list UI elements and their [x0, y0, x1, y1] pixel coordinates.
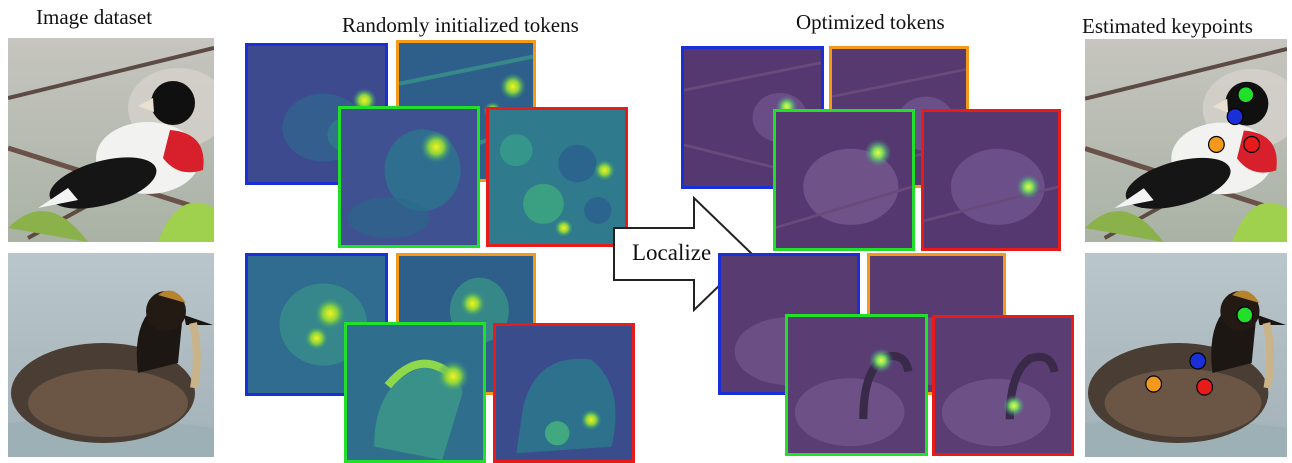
keypoint-green — [1237, 86, 1255, 104]
keypoints-photo-grosbeak — [1085, 39, 1287, 242]
keypoint-blue — [1189, 352, 1207, 370]
keypoint-orange — [1145, 375, 1163, 393]
keypoints-photo-grebe — [1085, 253, 1287, 457]
caption-image-dataset: Image dataset — [36, 5, 153, 29]
optimized-token-red-top — [921, 109, 1061, 251]
optimized-token-red-bottom — [932, 315, 1074, 456]
random-token-green-bottom — [344, 322, 486, 463]
caption-optimized-tokens: Optimized tokens — [796, 10, 945, 34]
keypoint-red — [1196, 378, 1214, 396]
random-token-red-bottom — [493, 323, 635, 463]
dataset-photo-grosbeak — [8, 38, 214, 242]
caption-random-tokens: Randomly initialized tokens — [342, 13, 579, 37]
random-token-red-top — [486, 107, 628, 247]
optimized-token-green-bottom — [785, 314, 928, 456]
caption-estimated-keypoints: Estimated keypoints — [1082, 14, 1253, 38]
optimized-token-green-top — [773, 109, 915, 251]
keypoint-orange — [1207, 135, 1225, 154]
keypoint-red — [1243, 135, 1261, 154]
keypoint-blue — [1226, 108, 1244, 126]
localize-label: Localize — [632, 240, 712, 265]
dataset-photo-grebe — [8, 253, 214, 457]
random-token-green-top — [338, 106, 480, 248]
keypoint-green — [1236, 306, 1254, 324]
